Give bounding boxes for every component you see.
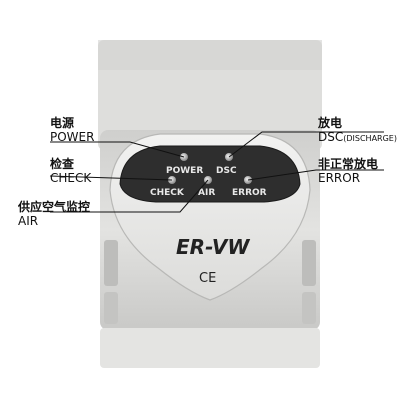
annotation-air: 供应空气监控 AIR	[18, 200, 90, 229]
annotation-check: 检查 CHECK	[50, 157, 91, 186]
model-name: ER-VW	[176, 235, 250, 259]
panel-label-dsc: DSC	[216, 166, 237, 176]
device-upper-shade	[98, 40, 322, 70]
indicator-panel	[119, 145, 301, 203]
device-base	[100, 328, 320, 368]
annotation-power-en: POWER	[50, 130, 95, 145]
leader-power	[50, 141, 185, 158]
ce-mark: CE	[199, 271, 216, 286]
leader-check	[49, 175, 173, 181]
annotation-dsc-zh: 放电	[318, 116, 343, 130]
annotation-dsc-en-row: DSC(DISCHARGE)	[318, 130, 397, 144]
annotation-check-en: CHECK	[50, 171, 92, 186]
panel-label-check: CHECK	[150, 188, 185, 198]
leader-dsc	[228, 131, 384, 158]
annotation-power: 电源 POWER	[50, 116, 94, 145]
annotation-dsc-en-small: (DISCHARGE)	[343, 134, 397, 144]
annotation-check-zh: 检查	[50, 157, 75, 171]
leader-error	[247, 169, 384, 181]
annotation-error-en: ERROR	[318, 171, 361, 186]
annotation-air-zh: 供应空气监控	[18, 200, 91, 214]
housing-rib	[104, 240, 118, 286]
housing-rib	[302, 240, 316, 286]
annotation-error: 非正常放电 ERROR	[318, 157, 378, 186]
annotation-power-zh: 电源	[50, 116, 75, 130]
annotation-dsc-en: DSC	[318, 130, 344, 145]
panel-label-air: AIR	[198, 188, 215, 198]
panel-label-power: POWER	[166, 166, 203, 176]
leader-air	[50, 179, 209, 213]
housing-rib	[104, 292, 118, 324]
panel-label-error: ERROR	[232, 188, 267, 198]
annotation-dsc: 放电 DSC(DISCHARGE)	[318, 116, 397, 145]
annotation-air-en: AIR	[18, 214, 39, 229]
annotation-error-zh: 非正常放电	[318, 157, 379, 171]
housing-rib	[302, 292, 316, 324]
